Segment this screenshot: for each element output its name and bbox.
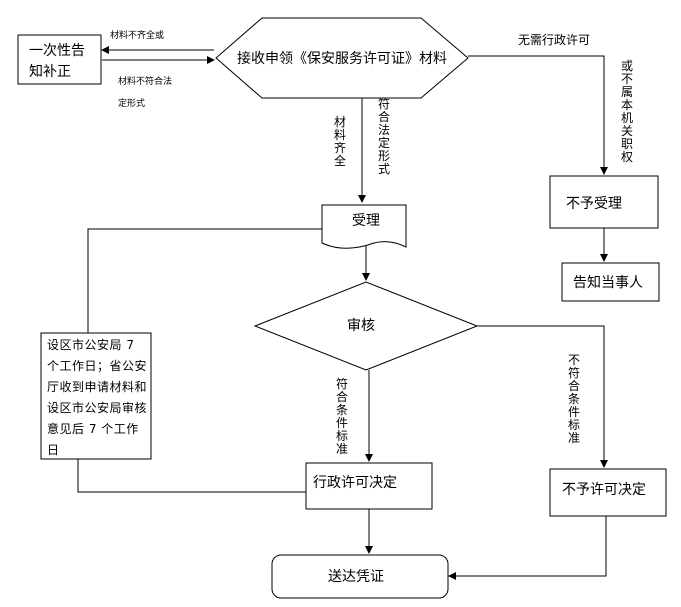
line-to-time-box	[87, 228, 322, 333]
notify-once-line1: 一次性告	[29, 43, 85, 59]
deny-decision-label: 不予许可决定	[562, 482, 646, 498]
reject-accept-label: 不予受理	[566, 196, 622, 212]
notify-once-node	[17, 34, 102, 85]
inform-party-label: 告知当事人	[573, 274, 643, 291]
label-not-meets: 不符合条件标准	[567, 353, 580, 445]
label-nonconform-2: 定形式	[118, 97, 145, 109]
receive-label: 接收申领《保安服务许可证》材料	[237, 50, 447, 67]
arrow-to-deny	[477, 325, 608, 468]
label-conform: 符合法定形式	[377, 97, 390, 176]
permit-decision-label: 行政许可决定	[313, 475, 397, 491]
deliver-label: 送达凭证	[328, 569, 384, 585]
label-nonconform: 材料不符合法	[118, 75, 172, 87]
arrow-deny-to-deliver	[448, 516, 607, 580]
label-complete: 材料齐全	[333, 115, 346, 168]
deny-decision-node	[549, 468, 667, 517]
inform-party-node	[561, 262, 660, 302]
label-no-permit: 无需行政许可	[518, 33, 590, 47]
receive-node	[215, 17, 469, 99]
time-limit-label: 设区市公安局 7 个工作日；省公安厅收到申请材料和设区市公安局审核意见后 7 个…	[47, 338, 148, 457]
line-time-to-permit	[77, 459, 306, 493]
arrow-to-reject	[468, 55, 608, 175]
accept-node	[321, 204, 407, 249]
deliver-node	[271, 554, 449, 599]
review-label: 审核	[347, 318, 375, 334]
accept-label: 受理	[352, 213, 380, 229]
label-incomplete: 材料不齐全或	[110, 29, 164, 41]
label-not-jurisdiction: 或不属本机关职权	[620, 59, 633, 164]
label-meets: 符合条件标准	[335, 377, 348, 456]
reject-accept-node	[549, 175, 659, 229]
time-limit-node	[40, 332, 152, 460]
notify-once-line2: 知补正	[29, 63, 71, 80]
